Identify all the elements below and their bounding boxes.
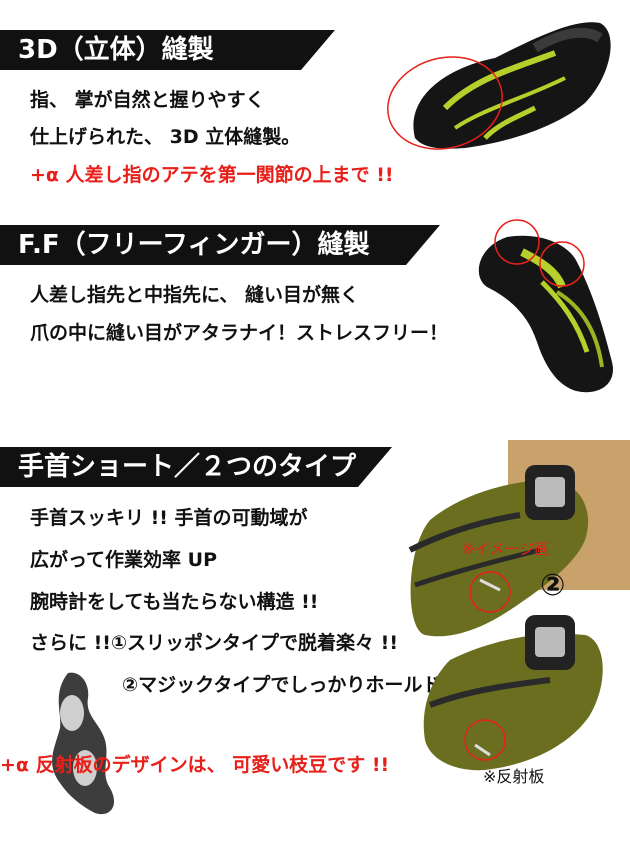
image-caption: ※イメージ画 bbox=[462, 540, 550, 558]
section1-line2: 仕上げられた、 3D 立体縫製。 bbox=[30, 126, 301, 148]
section1-line1: 指、 掌が自然と握りやすく bbox=[30, 89, 265, 111]
type2-badge: ② bbox=[540, 568, 566, 603]
section1-note: +α 人差し指のアテを第一関節の上まで !! bbox=[30, 164, 394, 186]
section3-line5: ②マジックタイプでしっかりホールド !! bbox=[122, 674, 466, 696]
section3-line4: さらに !!①スリッポンタイプで脱着楽々 !! bbox=[30, 632, 398, 654]
section3-note: +α 反射板のデザインは、 可愛い枝豆です !! bbox=[0, 754, 390, 776]
section3-title-banner: 手首ショート／２つのタイプ bbox=[0, 447, 392, 487]
section2-title-banner: F.F（フリーフィンガー）縫製 bbox=[0, 225, 440, 265]
section1-title-banner: 3D（立体）縫製 bbox=[0, 30, 335, 70]
section3-line3: 腕時計をしても当たらない構造 !! bbox=[30, 591, 319, 613]
section3-line1: 手首スッキリ !! 手首の可動域が bbox=[30, 507, 308, 529]
edamame-reflector-image bbox=[52, 672, 115, 815]
glove-3d-image bbox=[387, 22, 611, 150]
reflector-caption: ※反射板 bbox=[483, 767, 545, 786]
section2-line2: 爪の中に縫い目がアタラナイ！ストレスフリー！ bbox=[30, 322, 449, 344]
section3-line2: 広がって作業効率 UP bbox=[30, 549, 218, 571]
glove-wrist-image bbox=[408, 440, 630, 771]
glove-ff-image bbox=[478, 219, 613, 393]
section2-line1: 人差し指先と中指先に、 縫い目が無く bbox=[30, 284, 360, 306]
